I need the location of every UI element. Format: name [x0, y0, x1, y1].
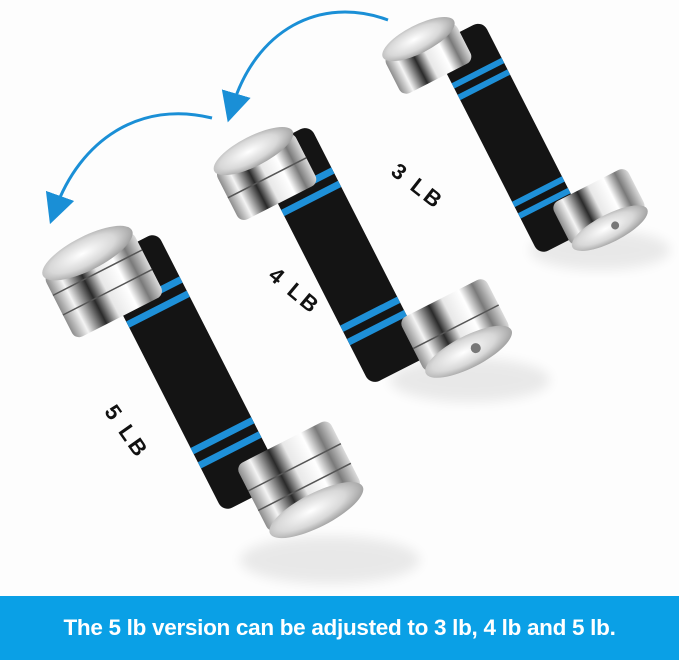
arrow-4-to-5 [45, 112, 213, 225]
product-photo: 3 LB 4 LB 5 LB [42, 10, 670, 584]
dumbbells-illustration [42, 10, 670, 584]
caption-banner: The 5 lb version can be adjusted to 3 lb… [0, 596, 679, 660]
dumbbell-3lb [382, 17, 670, 270]
arrow-3-to-4 [221, 10, 389, 123]
dumbbell-4lb [213, 127, 550, 402]
caption-text: The 5 lb version can be adjusted to 3 lb… [63, 615, 616, 640]
dumbbell-5lb [42, 225, 420, 584]
